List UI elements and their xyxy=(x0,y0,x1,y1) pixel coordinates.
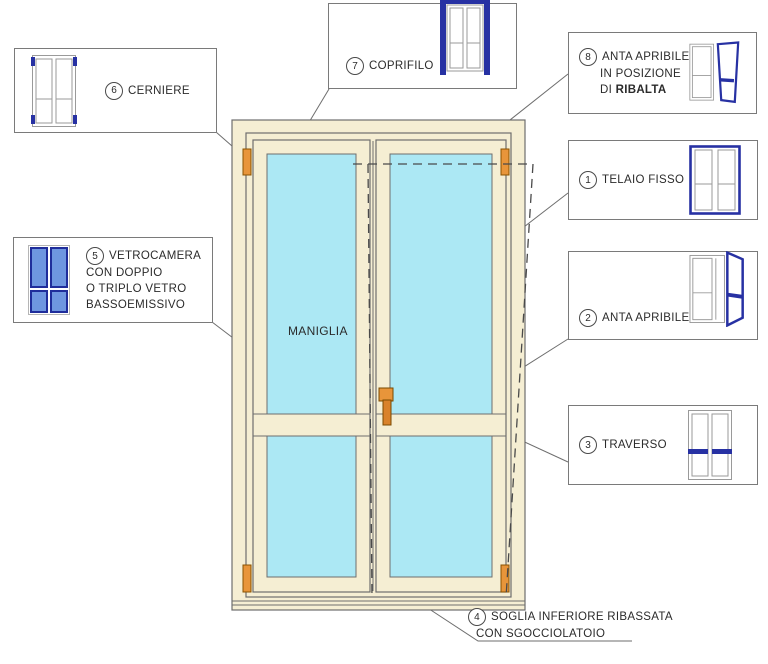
callout-label-line: IN POSIZIONE xyxy=(600,68,681,80)
callout-anta: 2 ANTA APRIBILE xyxy=(568,251,758,340)
glass-pane xyxy=(266,153,357,415)
callout-label-line: CON DOPPIO xyxy=(86,267,163,279)
tilt-dashed-outline xyxy=(353,163,534,599)
callout-number: 7 xyxy=(346,57,364,75)
callout-label: COPRIFILO xyxy=(369,60,434,72)
callout-number: 8 xyxy=(579,48,597,66)
hinge xyxy=(242,564,252,593)
handle-plate xyxy=(378,387,394,402)
callout-label: TRAVERSO xyxy=(602,439,667,451)
hinges xyxy=(242,148,510,593)
label-bold: RIBALTA xyxy=(615,84,667,96)
callout-label: ANTA APRIBILE xyxy=(602,312,690,324)
callout-vetrocamera: 5 VETROCAMERA CON DOPPIO O TRIPLO VETRO … xyxy=(13,237,213,323)
callout-coprifilo: 7 COPRIFILO xyxy=(328,0,517,89)
handle-label: MANIGLIA xyxy=(288,324,348,338)
casing-window-icon xyxy=(440,0,490,75)
callout-label: CERNIERE xyxy=(128,84,190,97)
callout-label-line: VETROCAMERA xyxy=(109,250,202,262)
callout-number: 1 xyxy=(579,171,597,189)
callout-number: 2 xyxy=(579,309,597,327)
tilt-sash-window-icon xyxy=(689,41,740,104)
callout-cerniere: 6 CERNIERE xyxy=(14,48,217,133)
open-sash-window-icon xyxy=(689,251,745,327)
hinges-window-icon xyxy=(31,54,77,127)
handle-grip xyxy=(382,399,392,426)
crossbar-window-icon xyxy=(688,410,732,480)
callout-label-line: CON SGOCCIOLATOIO xyxy=(476,628,606,640)
callout-telaio: 1 TELAIO FISSO xyxy=(568,140,758,220)
glass-panes xyxy=(253,153,506,578)
callout-label-line: ANTA APRIBILE xyxy=(602,51,690,63)
callout-number: 3 xyxy=(579,436,597,454)
callout-label: TELAIO FISSO xyxy=(602,174,685,186)
glass-pane xyxy=(266,435,357,578)
hinge xyxy=(242,148,252,176)
callout-ribalta: 8 ANTA APRIBILE IN POSIZIONE DI RIBALTA xyxy=(568,32,757,114)
tilt-dash-right xyxy=(505,163,534,599)
callout-label-line: BASSOEMISSIVO xyxy=(86,299,186,311)
callout-number: 6 xyxy=(105,81,123,100)
fixed-frame-window-icon xyxy=(689,145,741,215)
callout-label-line: O TRIPLO VETRO xyxy=(86,283,187,295)
insulated-glazing-icon xyxy=(28,245,70,315)
tilt-dash-left xyxy=(367,163,373,599)
callout-number: 4 xyxy=(468,608,486,626)
callout-number: 5 xyxy=(86,247,104,265)
callout-soglia: 4 SOGLIA INFERIORE RIBASSATA CON SGOCCIO… xyxy=(468,608,673,642)
door-handle xyxy=(378,387,394,426)
label-prefix: DI xyxy=(600,84,613,96)
hinge xyxy=(500,148,510,176)
glass-pane xyxy=(389,153,493,415)
callout-traverso: 3 TRAVERSO xyxy=(568,405,758,485)
glass-pane xyxy=(389,435,493,578)
hinge xyxy=(500,564,510,593)
callout-label-line: SOGLIA INFERIORE RIBASSATA xyxy=(491,611,673,623)
callout-label-line: DI RIBALTA xyxy=(579,82,689,98)
leader-soglia xyxy=(416,600,632,642)
